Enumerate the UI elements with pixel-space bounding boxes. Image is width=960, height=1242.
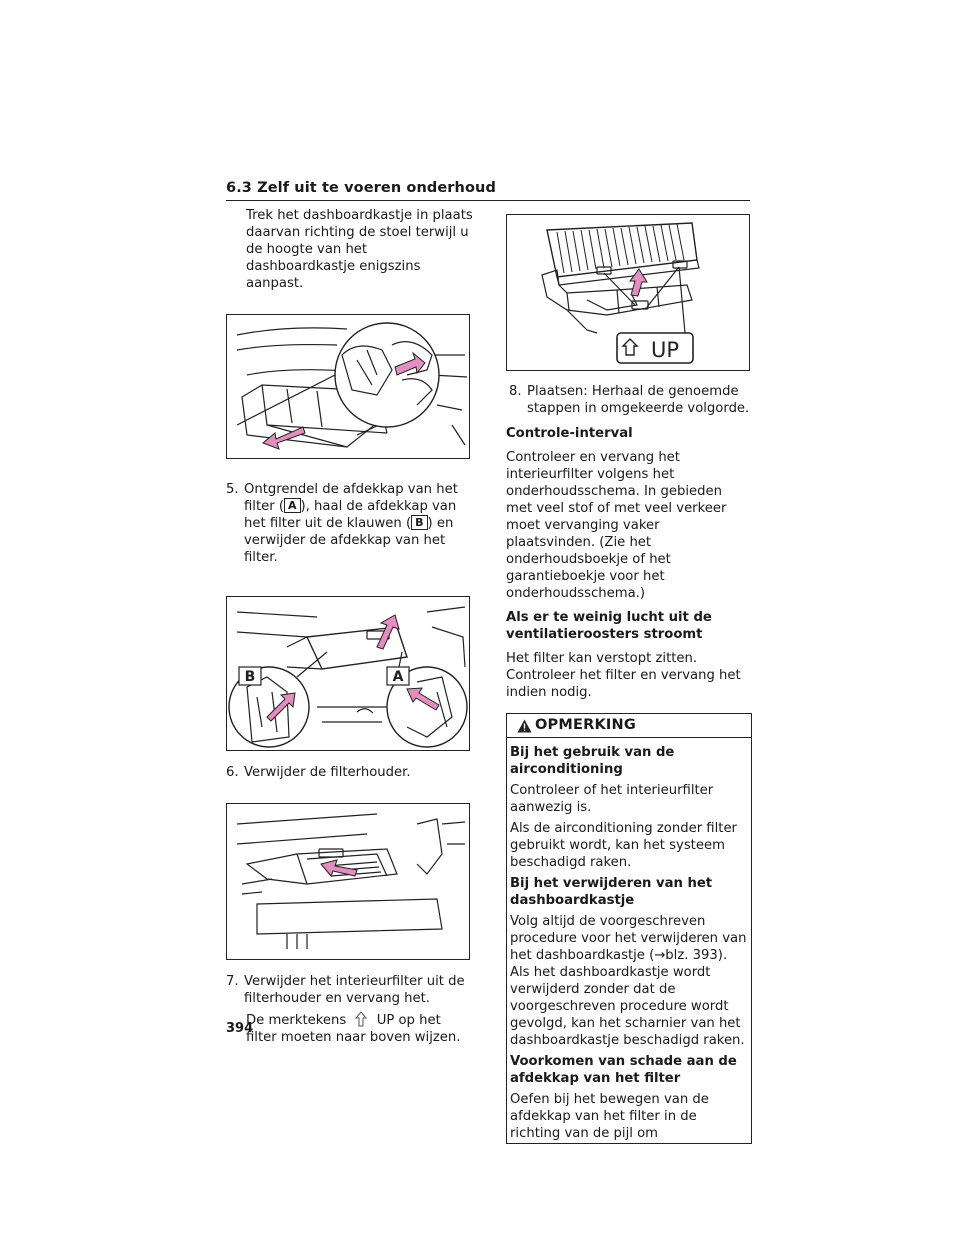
page-number: 394: [226, 1021, 254, 1036]
filter-holder-illustration: [236, 813, 466, 949]
step-number: 6.: [226, 765, 239, 780]
step-8: 8. Plaatsen: Herhaal de genoemde stappen…: [506, 383, 752, 417]
step-number: 5.: [226, 482, 239, 497]
notice-body: Bij het gebruik van de airconditioning C…: [507, 738, 751, 1143]
step-7-note: De merktekens UP op het filter moeten na…: [246, 1011, 461, 1045]
filter-cover-illustration: B A: [228, 606, 468, 748]
intro-paragraph: Trek het dashboardkastje in plaats daarv…: [246, 208, 473, 291]
figure-filter-cover: B A: [226, 596, 470, 751]
callout-label-b: B: [245, 669, 256, 685]
section-header: 6.3 Zelf uit te voeren onderhoud: [226, 180, 750, 201]
callout-label-a: A: [393, 669, 404, 685]
step-5-text: Ontgrendel de afdekkap van het filter (A…: [244, 482, 458, 565]
step-number: 7.: [226, 974, 239, 989]
step-6: 6. Verwijder de filterhouder.: [226, 764, 474, 781]
notice-heading-aircon: Bij het gebruik van de airconditioning: [510, 745, 675, 777]
notice-paragraph: Controleer of het interieurfilter aanwez…: [510, 783, 714, 815]
airflow-paragraph: Het filter kan verstopt zitten. Controle…: [506, 651, 741, 700]
interval-paragraph: Controleer en vervang het interieurfilte…: [506, 450, 727, 601]
notice-header: OPMERKING: [507, 714, 751, 738]
interval-heading: Controle-interval: [506, 426, 633, 441]
section-title: 6.3 Zelf uit te voeren onderhoud: [226, 180, 496, 196]
step-number: 8.: [509, 384, 522, 399]
notice-heading-cover: Voorkomen van schade aan de afdekkap van…: [510, 1054, 737, 1086]
warning-icon: [517, 719, 532, 732]
right-column: UP 8. Plaatsen: Herhaal de genoemde stap…: [506, 214, 752, 1144]
glovebox-illustration: [236, 322, 468, 450]
step-6-text: Verwijder de filterhouder.: [244, 765, 411, 780]
step-8-text: Plaatsen: Herhaal de genoemde stappen in…: [527, 384, 750, 416]
step-7-text: Verwijder het interieurfilter uit de fil…: [244, 974, 465, 1006]
notice-box: OPMERKING Bij het gebruik van de aircond…: [506, 713, 752, 1144]
left-column: Trek het dashboardkastje in plaats daarv…: [226, 207, 474, 1046]
step-7: 7. Verwijder het interieurfilter uit de …: [226, 973, 474, 1007]
filter-orientation-illustration: UP: [541, 222, 700, 364]
notice-heading-glovebox: Bij het verwijderen van het dashboardkas…: [510, 876, 713, 908]
up-marking-label: UP: [651, 338, 679, 362]
figure-filter-orientation: UP: [506, 214, 750, 371]
notice-paragraph: Volg altijd de voorgeschreven procedure …: [510, 914, 747, 1048]
notice-paragraph: Als de airconditioning zonder filter geb…: [510, 821, 737, 870]
step-5: 5. Ontgrendel de afdekkap van het filter…: [226, 481, 474, 566]
notice-paragraph: Oefen bij het bewegen van de afdekkap va…: [510, 1092, 709, 1141]
notice-title: OPMERKING: [535, 717, 636, 733]
label-badge-a: A: [284, 498, 301, 513]
figure-filter-holder: [226, 803, 470, 960]
label-badge-b: B: [411, 515, 428, 530]
airflow-heading: Als er te weinig lucht uit de ventilatie…: [506, 610, 712, 642]
up-arrow-icon: [355, 1011, 368, 1027]
header-divider: [226, 200, 750, 201]
figure-glovebox-pull: [226, 314, 470, 459]
